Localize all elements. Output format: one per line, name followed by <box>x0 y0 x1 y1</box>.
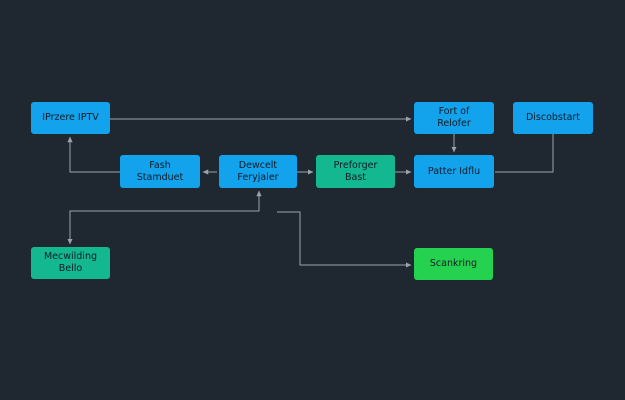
node-discobstart[interactable]: Discobstart <box>513 102 593 134</box>
node-dewcelt-feryjaler[interactable]: Dewcelt Feryjaler <box>219 155 297 188</box>
link-discobstart-to-patter <box>495 134 554 173</box>
link-fash-to-iptv <box>67 136 120 173</box>
node-scankring-label: Scankring <box>429 258 478 269</box>
node-fash-stamduet-label: Fash Stamduet <box>136 159 184 183</box>
node-preforger-bast[interactable]: Preforger Bast <box>316 155 395 188</box>
node-fort-of-relofer[interactable]: Fort of Relofer <box>414 102 494 134</box>
node-fort-of-relofer-label: Fort of Relofer <box>437 106 471 129</box>
link-mecwilding-to-dewcelt <box>69 190 262 244</box>
node-scankring[interactable]: Scankring <box>414 248 493 280</box>
node-mecwilding-bello[interactable]: Mecwilding Bello <box>31 247 110 279</box>
node-dewcelt-feryjaler-label: Dewcelt Feryjaler <box>237 159 279 183</box>
node-patter-idflu[interactable]: Patter Idflu <box>414 155 494 188</box>
node-patter-idflu-label: Patter Idflu <box>427 165 481 177</box>
node-preforger-bast-label: Preforger Bast <box>333 159 378 183</box>
link-branch-to-scankring <box>277 211 412 268</box>
node-iptv-label: IPrzere IPTV <box>42 112 99 123</box>
node-mecwilding-bello-label: Mecwilding Bello <box>43 251 98 274</box>
node-fash-stamduet[interactable]: Fash Stamduet <box>120 155 200 188</box>
node-iptv[interactable]: IPrzere IPTV <box>31 102 110 134</box>
node-discobstart-label: Discobstart <box>525 112 581 123</box>
